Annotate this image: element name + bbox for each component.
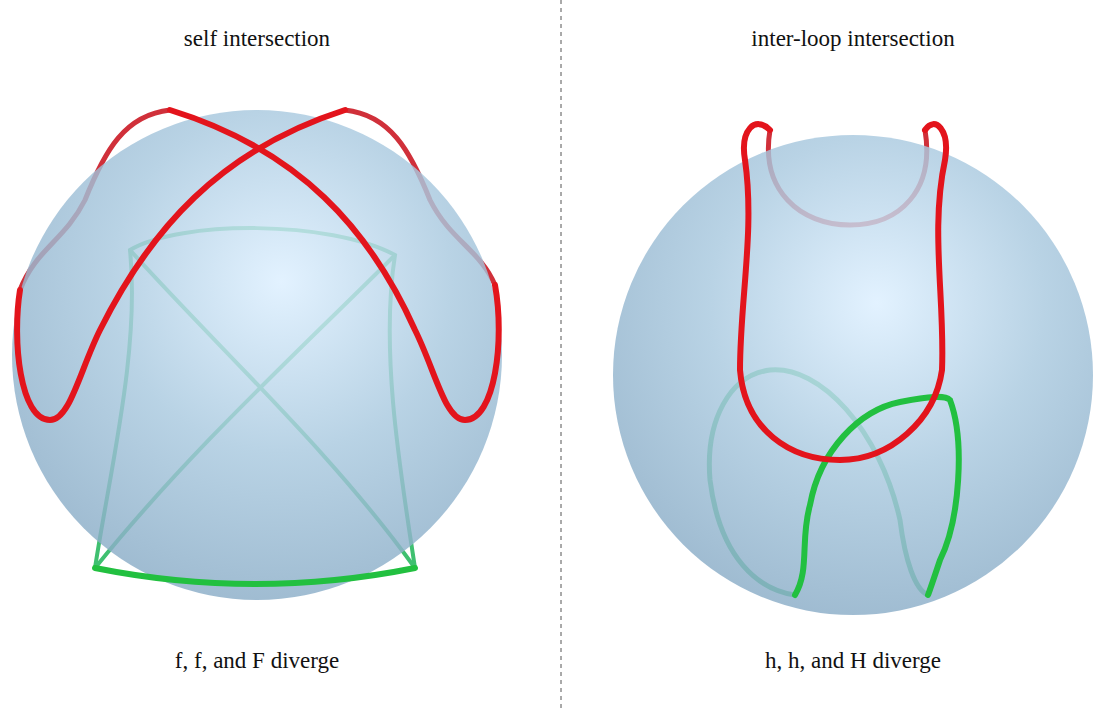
- green-loop: [95, 568, 415, 584]
- sphere: [613, 135, 1093, 615]
- green-loop: [795, 397, 959, 595]
- red-loop: [170, 110, 499, 420]
- sphere: [12, 110, 502, 600]
- left-sphere: [12, 110, 502, 600]
- panel-caption: h, h, and H diverge: [765, 648, 941, 674]
- red-loop: [740, 124, 946, 460]
- divider: [561, 0, 562, 711]
- panel-heading: self intersection: [184, 26, 330, 52]
- panel-heading: inter-loop intersection: [751, 26, 954, 52]
- red-loop: [17, 110, 345, 420]
- panel-caption: f, f, and F diverge: [175, 648, 339, 674]
- right-sphere: [613, 124, 1093, 615]
